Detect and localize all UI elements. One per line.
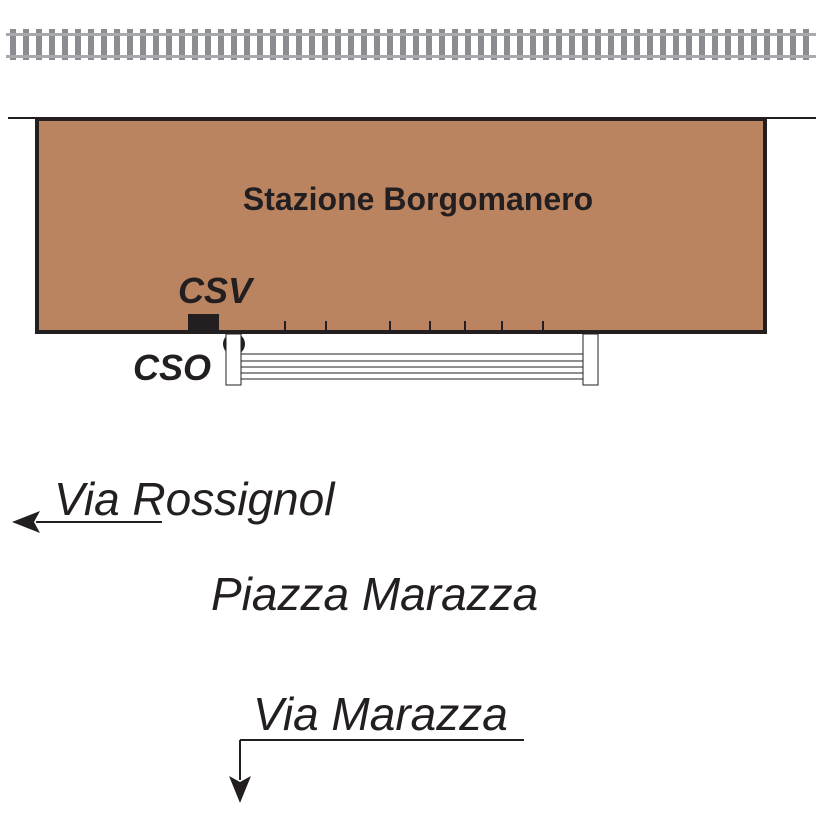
track-sleeper (36, 29, 42, 60)
track-sleeper (582, 29, 588, 60)
track-sleeper (790, 29, 796, 60)
track-sleeper (439, 29, 445, 60)
via-rossignol-label: Via Rossignol (54, 473, 336, 525)
track-sleeper (244, 29, 250, 60)
track-sleeper (673, 29, 679, 60)
track-sleeper (751, 29, 757, 60)
track-sleeper (426, 29, 432, 60)
piazza-marazza-label: Piazza Marazza (211, 568, 538, 620)
railway-track (6, 29, 816, 60)
track-sleeper (452, 29, 458, 60)
track-sleeper (309, 29, 315, 60)
building-ticks (284, 321, 544, 330)
via-marazza-label: Via Marazza (253, 688, 508, 740)
track-sleeper (556, 29, 562, 60)
track-sleeper (647, 29, 653, 60)
station-name: Stazione Borgomanero (243, 181, 593, 217)
track-sleeper (777, 29, 783, 60)
track-sleeper (803, 29, 809, 60)
track-sleeper (569, 29, 575, 60)
track-sleeper (101, 29, 107, 60)
track-sleeper (595, 29, 601, 60)
track-sleeper (608, 29, 614, 60)
track-sleeper (686, 29, 692, 60)
station-building (35, 117, 767, 334)
track-sleeper (699, 29, 705, 60)
track-sleeper (166, 29, 172, 60)
track-sleeper (348, 29, 354, 60)
track-sleeper (335, 29, 341, 60)
track-sleeper (543, 29, 549, 60)
track-sleeper (621, 29, 627, 60)
track-rail (6, 33, 816, 36)
track-sleeper (23, 29, 29, 60)
track-sleeper (530, 29, 536, 60)
track-sleeper (153, 29, 159, 60)
track-sleeper (49, 29, 55, 60)
down-arrow-icon (229, 776, 251, 803)
track-sleeper (192, 29, 198, 60)
track-rail (6, 55, 816, 58)
track-sleeper (296, 29, 302, 60)
track-sleeper (374, 29, 380, 60)
platform-bench (225, 333, 599, 386)
track-sleeper (504, 29, 510, 60)
track-sleeper (712, 29, 718, 60)
track-sleeper (140, 29, 146, 60)
track-sleeper (283, 29, 289, 60)
track-sleeper (738, 29, 744, 60)
track-sleeper (387, 29, 393, 60)
track-sleeper (270, 29, 276, 60)
track-sleeper (725, 29, 731, 60)
track-sleeper (413, 29, 419, 60)
track-sleeper (257, 29, 263, 60)
track-sleeper (114, 29, 120, 60)
track-sleeper (465, 29, 471, 60)
left-arrow-icon (12, 511, 40, 533)
track-sleeper (231, 29, 237, 60)
cso-label: CSO (133, 347, 211, 388)
track-sleeper (205, 29, 211, 60)
track-sleeper (75, 29, 81, 60)
track-sleeper (660, 29, 666, 60)
track-sleeper (517, 29, 523, 60)
track-sleeper (400, 29, 406, 60)
track-sleeper (361, 29, 367, 60)
track-sleeper (88, 29, 94, 60)
csv-label: CSV (178, 270, 255, 311)
track-sleeper (127, 29, 133, 60)
track-sleeper (218, 29, 224, 60)
track-sleeper (478, 29, 484, 60)
track-sleeper (179, 29, 185, 60)
track-sleeper (62, 29, 68, 60)
track-sleeper (491, 29, 497, 60)
track-sleeper (322, 29, 328, 60)
track-sleeper (634, 29, 640, 60)
track-sleeper (764, 29, 770, 60)
track-sleeper (10, 29, 16, 60)
csv-marker (188, 314, 219, 332)
